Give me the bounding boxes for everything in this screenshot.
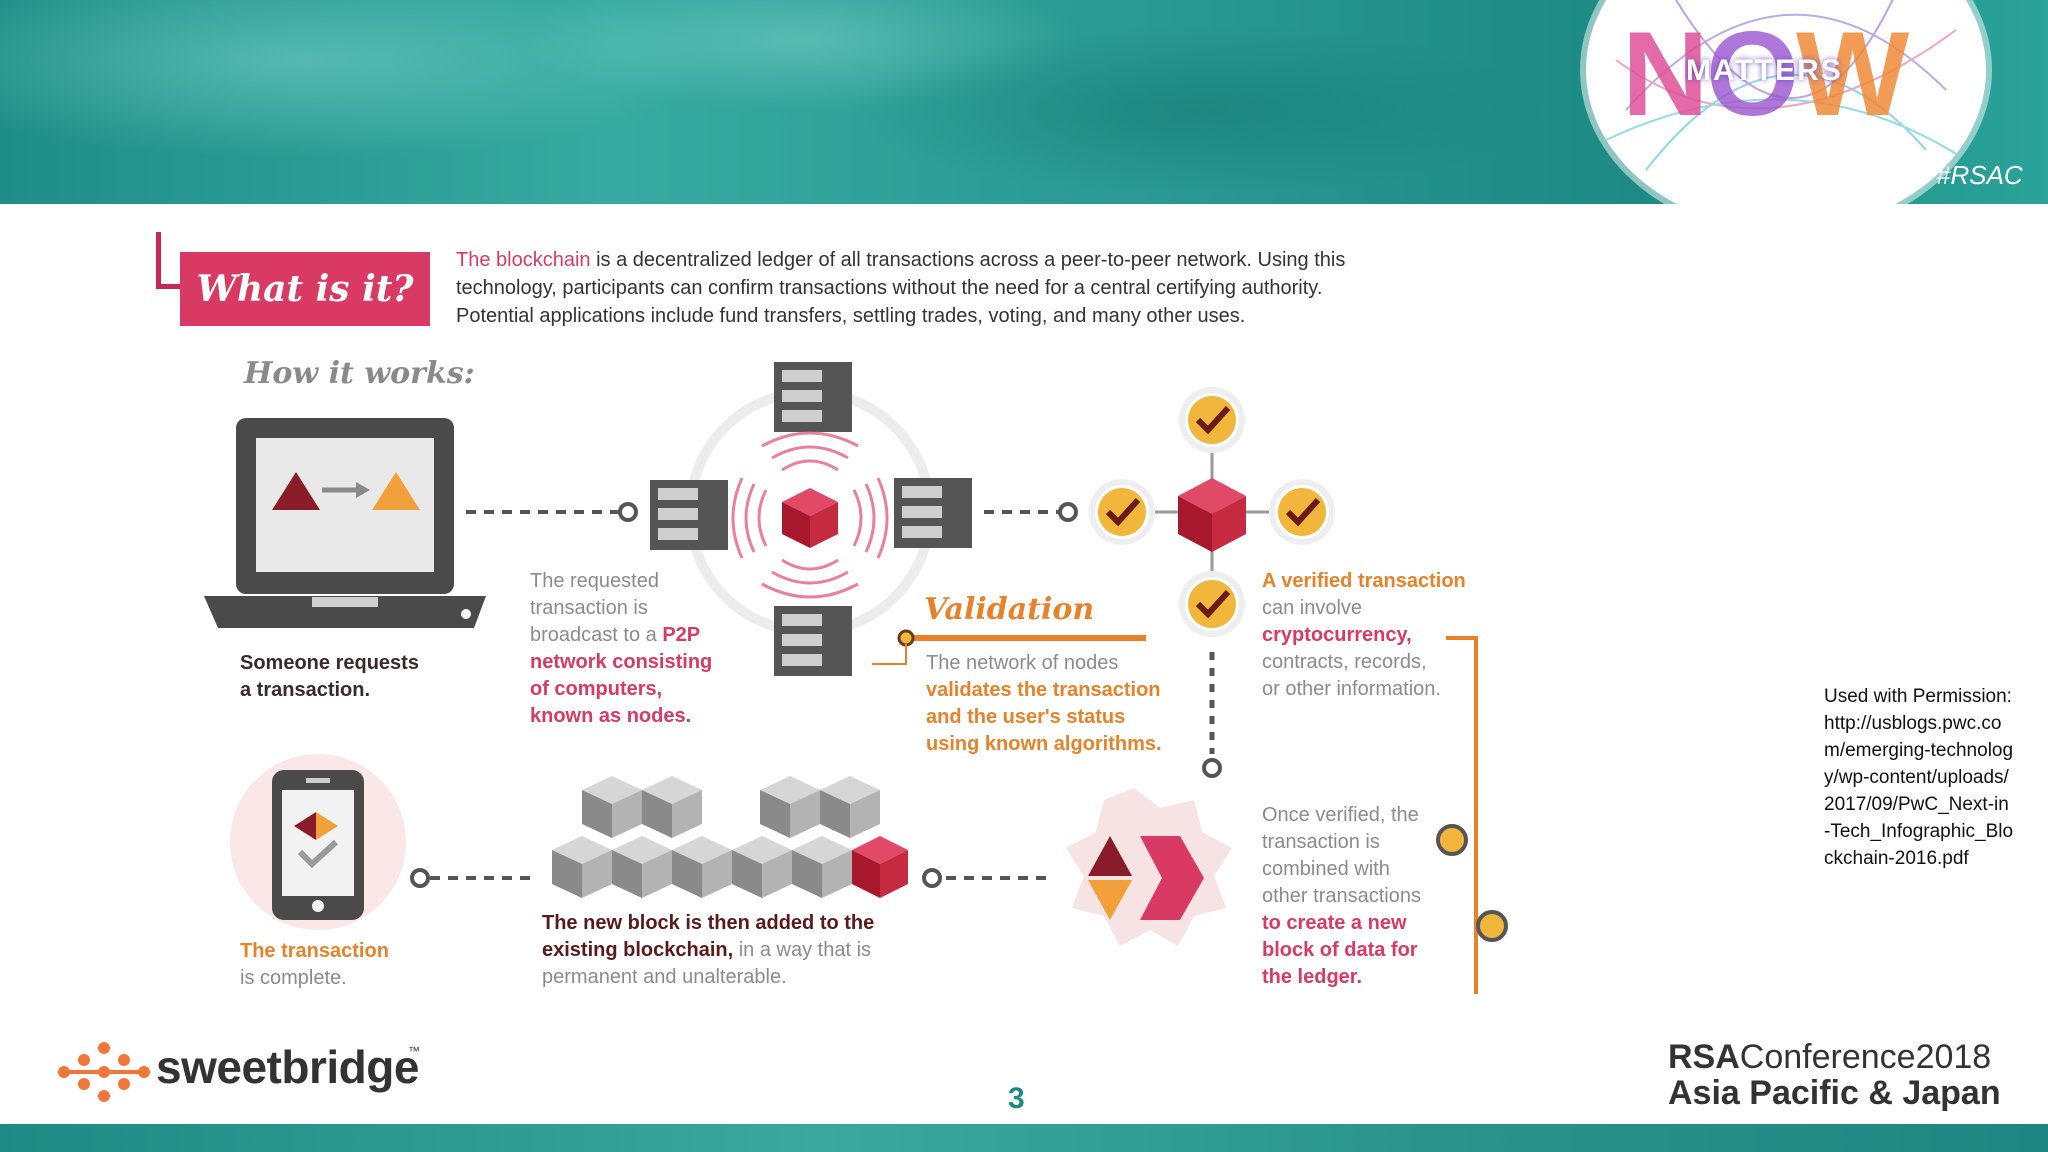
blockchain-cubes-icon (552, 776, 908, 898)
how-it-works-title: How it works: (244, 356, 475, 391)
rsac-theme-logo: N O W MATTERS (1586, 0, 1986, 230)
rsa-conference-region: Asia Pacific & Japan (1668, 1074, 2001, 1112)
badge-bracket (156, 232, 181, 289)
step-verified-text: A verified transaction can involve crypt… (1262, 570, 1466, 700)
page-number: 3 (1008, 1082, 1025, 1115)
step-complete-text: The transaction is complete. (240, 940, 389, 989)
new-block-icon (1066, 788, 1232, 946)
sweetbridge-wordmark: sweetbridge (156, 1041, 419, 1093)
rsa-conference-logo: RSAConference2018 (1668, 1038, 1992, 1076)
permission-note: Used with Permission: http://usblogs.pwc… (1824, 686, 2014, 869)
intro-highlight: The blockchain (456, 249, 591, 271)
logo-matters-word: MATTERS (1686, 54, 1843, 87)
checkmark-icon (1089, 387, 1335, 637)
what-is-it-title: What is it? (196, 268, 414, 310)
cube-icon (782, 488, 838, 548)
svg-text:O: O (1706, 7, 1799, 141)
step-request-text: Someone requests a transaction. (240, 652, 419, 701)
sweetbridge-logo-icon (58, 1042, 150, 1102)
step-validation-text: The network of nodes validates the trans… (926, 652, 1162, 755)
step-broadcast-text: The requested transaction is broadcast t… (530, 570, 713, 727)
laptop-icon (204, 418, 486, 628)
svg-text:N: N (1622, 7, 1709, 141)
what-is-it-badge (180, 252, 430, 326)
rsac-hashtag: #RSAC (1936, 160, 2023, 190)
sweetbridge-trademark: ™ (408, 1044, 420, 1058)
validation-title: Validation (924, 592, 1095, 627)
intro-paragraph: The blockchain is a decentralized ledger… (456, 249, 1346, 327)
smartphone-icon (230, 754, 406, 930)
step-added-text: The new block is then added to the exist… (542, 912, 875, 988)
step-combined-text: Once verified, the transaction is combin… (1262, 804, 1421, 988)
footer-band (0, 1124, 2048, 1152)
validation-cube-icon (1178, 478, 1246, 552)
svg-text:W: W (1796, 7, 1910, 141)
